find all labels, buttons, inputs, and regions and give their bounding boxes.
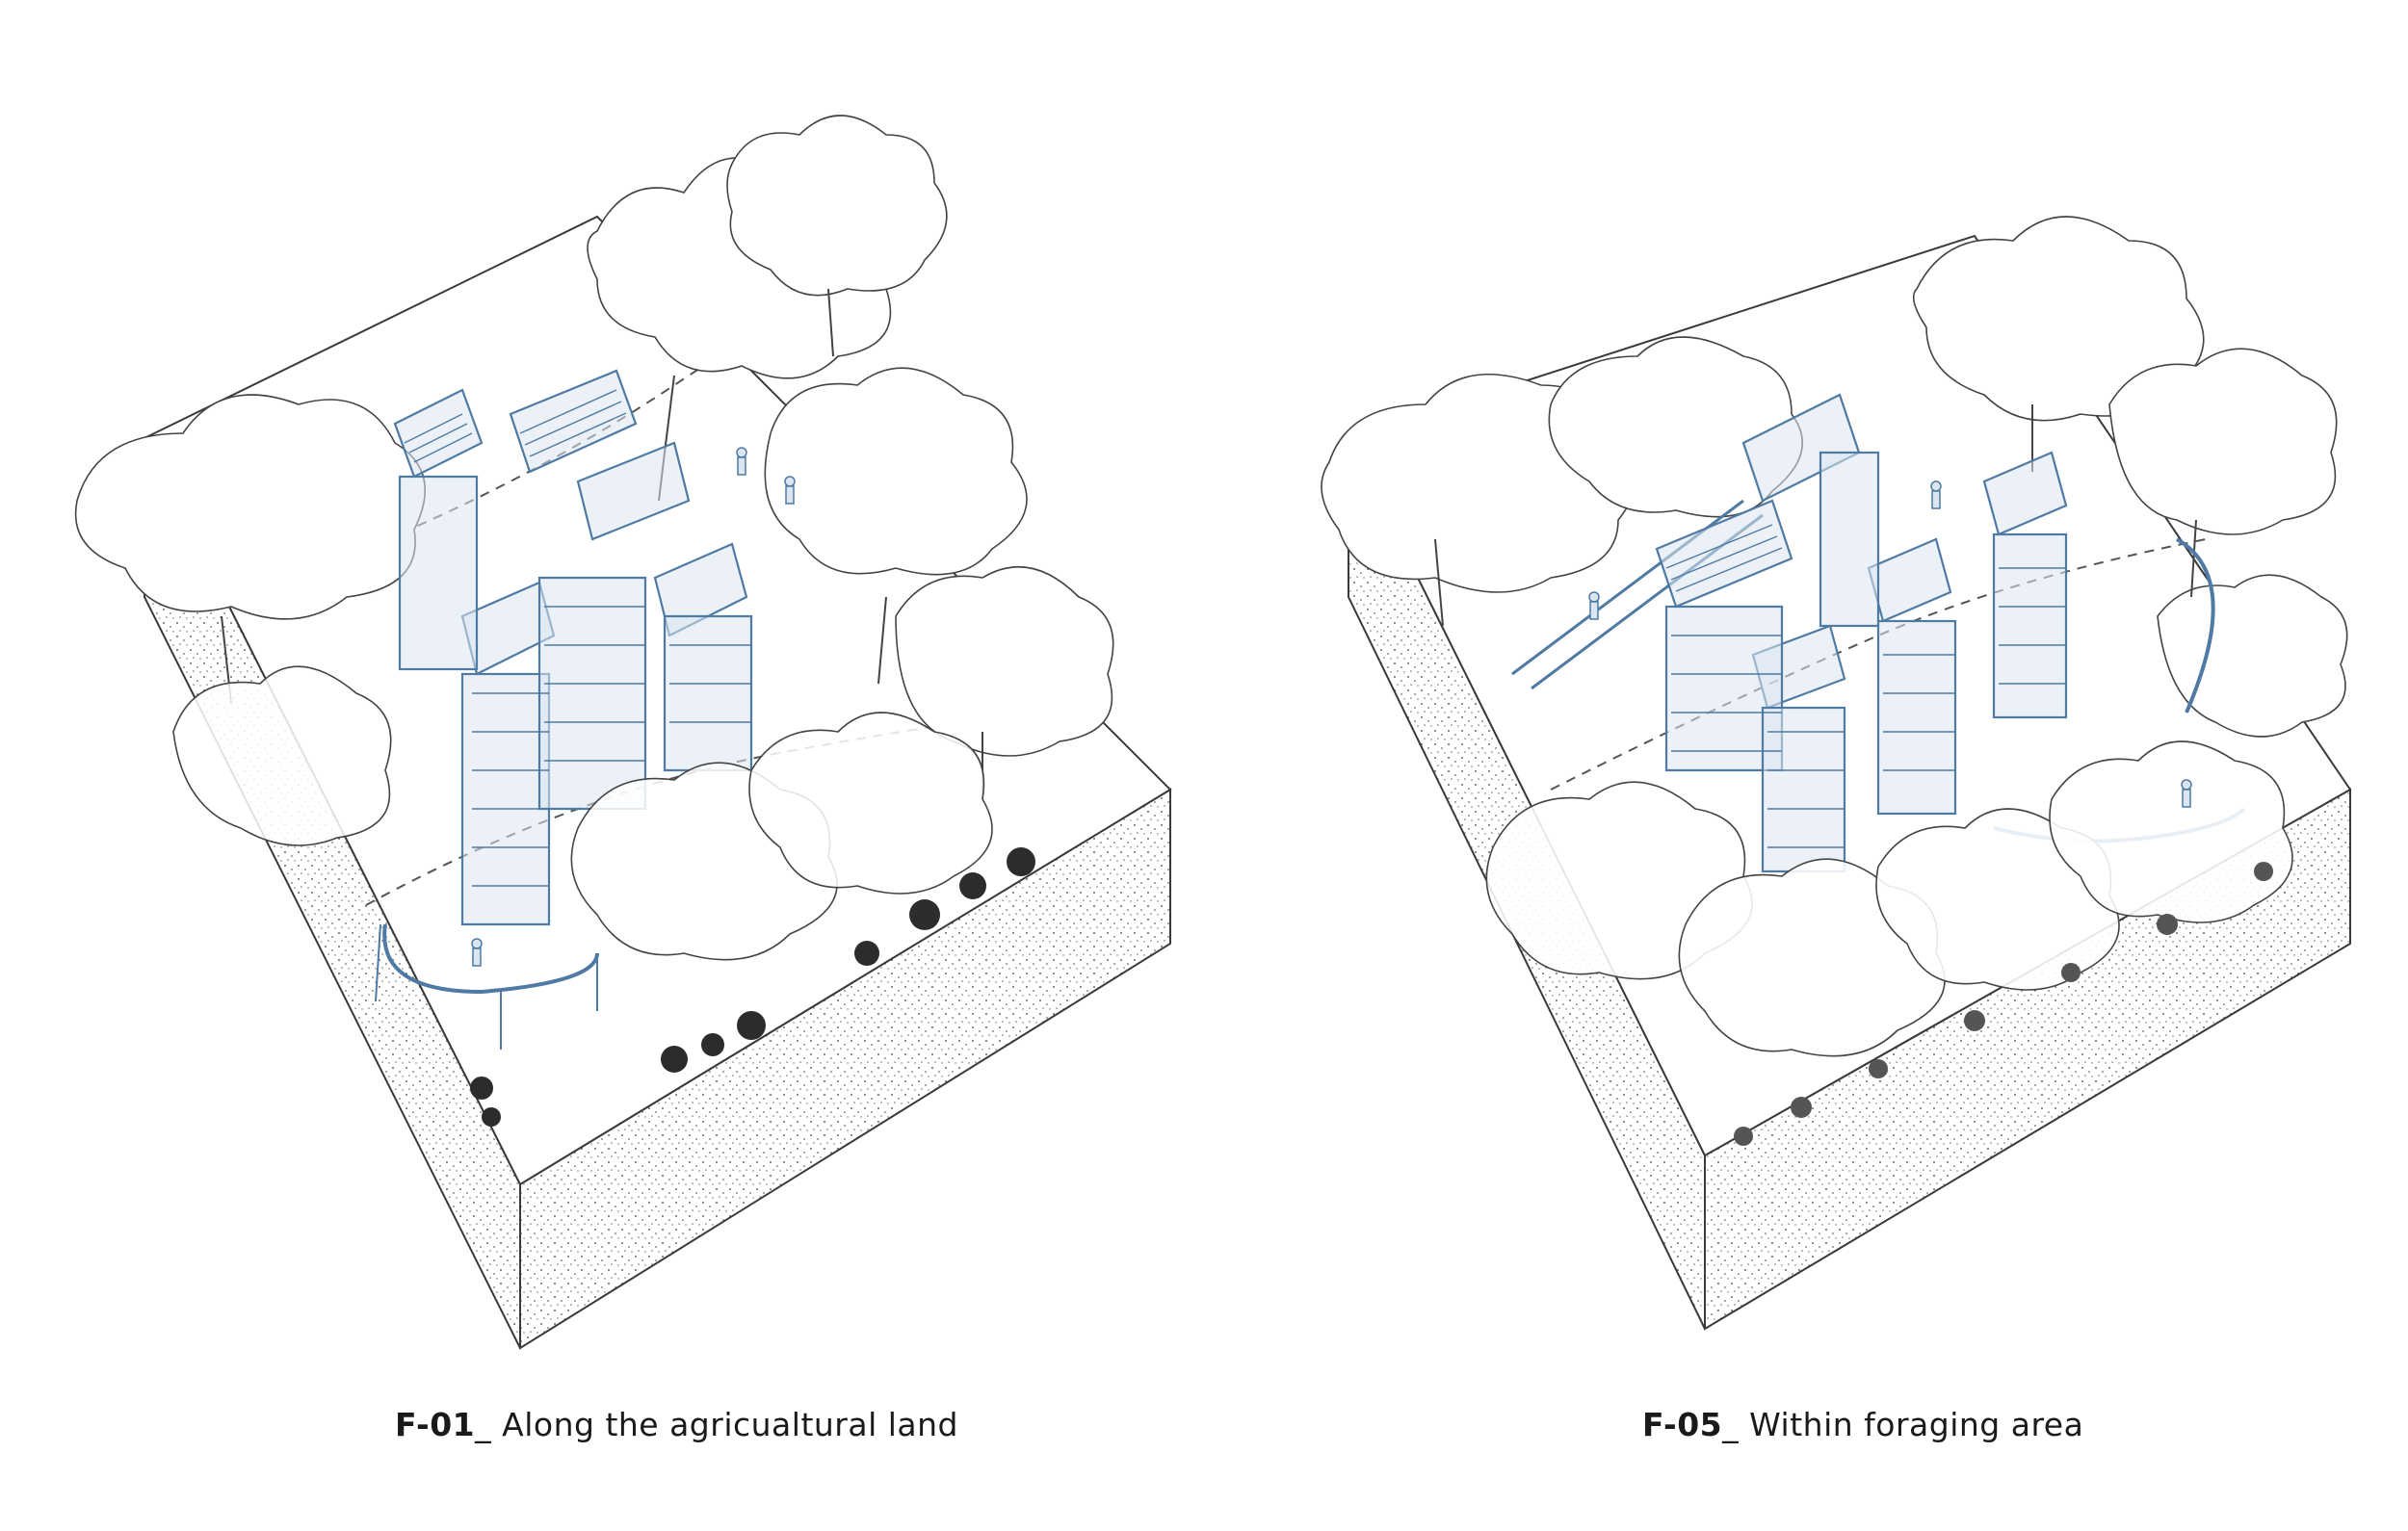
- figure-code: F-01: [395, 1406, 476, 1443]
- shrub-band: [1734, 862, 2273, 1146]
- figure-code: F-05: [1642, 1406, 1723, 1443]
- figure-title: Along the agricualtural land: [502, 1406, 958, 1443]
- tree-canopy-group-back: [1321, 216, 2348, 738]
- tree-canopy-group-front: [1485, 740, 2293, 1057]
- figure-caption-f05: F-05_ Within foraging area: [1642, 1406, 2083, 1443]
- human-figures: [1588, 480, 2192, 808]
- figure-separator: _: [475, 1406, 492, 1443]
- shrub-band: [470, 847, 1035, 1127]
- axonometric-drawing-f01: [74, 115, 1172, 1350]
- axonometric-drawing-f05: [1321, 216, 2352, 1331]
- figure-separator: _: [1722, 1406, 1740, 1443]
- tree-canopy-group-back: [74, 115, 1114, 757]
- human-figures: [471, 447, 796, 967]
- timber-tower-structure: [1655, 393, 2068, 873]
- circular-ramp: [382, 923, 599, 995]
- figure-title: Within foraging area: [1749, 1406, 2084, 1443]
- timber-slats: [1665, 524, 2066, 848]
- curved-boardwalk-right: [2176, 537, 2215, 714]
- tree-canopy-group-front: [172, 665, 993, 961]
- figure-caption-f01: F-01_ Along the agricualtural land: [395, 1406, 958, 1443]
- dashed-footpath: [1550, 538, 2207, 791]
- figure-f05-panel: F-05_ Within foraging area: [1204, 0, 2408, 1531]
- timber-slats: [404, 389, 751, 887]
- figure-f01-panel: F-01_ Along the agricualtural land: [74, 115, 1172, 1443]
